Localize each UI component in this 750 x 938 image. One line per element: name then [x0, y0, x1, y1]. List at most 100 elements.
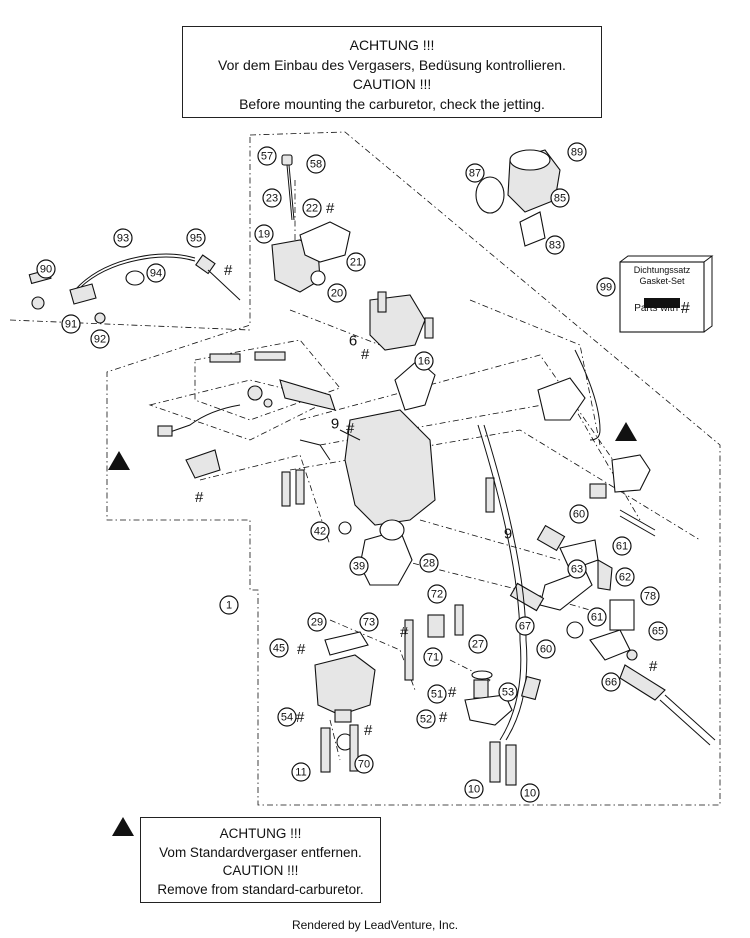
callout-60: 60 — [569, 504, 589, 524]
top-notice-line3: CAUTION !!! — [352, 76, 432, 92]
gasket-kit-box: Dichtungssatz Gasket-Set Parts with # — [620, 262, 704, 332]
callout-85: 85 — [550, 188, 570, 208]
callout-90: 90 — [36, 259, 56, 279]
callout-16: 16 — [414, 351, 434, 371]
callout-number: 63 — [571, 564, 583, 576]
callout-42: 42 — [310, 521, 330, 541]
footer-credit: Rendered by LeadVenture, Inc. — [291, 918, 459, 932]
callout-circle — [427, 684, 447, 704]
callout-circle — [219, 595, 239, 615]
callout-circle — [596, 277, 616, 297]
callout-circle — [354, 754, 374, 774]
gasket-kit-line3: Parts with # — [634, 300, 690, 317]
callout-circle — [545, 235, 565, 255]
callout-circle — [468, 634, 488, 654]
gasket-set-hash-mark: # — [361, 346, 370, 363]
warning-triangle-icon — [615, 422, 637, 441]
callout-circle — [306, 154, 326, 174]
callout-10: 10 — [520, 783, 540, 803]
callout-number: 71 — [427, 652, 439, 664]
part-number-label: 6 — [349, 333, 357, 350]
callout-72: 72 — [427, 584, 447, 604]
callout-circle — [550, 188, 570, 208]
callout-71: 71 — [423, 647, 443, 667]
callout-circle — [427, 584, 447, 604]
callout-94: 94 — [146, 263, 166, 283]
callout-9: 9 — [504, 526, 512, 543]
callout-circle — [465, 163, 485, 183]
callout-9: 9 — [331, 416, 339, 433]
callout-circle — [113, 228, 133, 248]
callout-1: 1 — [219, 595, 239, 615]
callout-circle — [307, 612, 327, 632]
callout-number: 70 — [358, 759, 370, 771]
gasket-set-hash-mark: # — [224, 262, 233, 279]
callout-circle — [612, 536, 632, 556]
callout-circle — [90, 329, 110, 349]
callout-number: 45 — [273, 643, 285, 655]
callout-number: 89 — [571, 147, 583, 159]
callout-number: 94 — [150, 268, 162, 280]
callout-60: 60 — [536, 639, 556, 659]
callout-52: 52 — [416, 709, 436, 729]
callout-circle — [310, 521, 330, 541]
part-number-label: 9 — [331, 416, 339, 433]
callout-number: 58 — [310, 159, 322, 171]
callout-circle — [567, 142, 587, 162]
callout-number: 51 — [431, 689, 443, 701]
callout-number: 60 — [540, 644, 552, 656]
callout-93: 93 — [113, 228, 133, 248]
callout-circle — [359, 612, 379, 632]
callout-circle — [277, 707, 297, 727]
callout-circle — [464, 779, 484, 799]
callout-number: 62 — [619, 572, 631, 584]
callout-number: 21 — [350, 257, 362, 269]
callout-number: 11 — [295, 767, 306, 779]
callout-number: 95 — [190, 233, 202, 245]
callout-circle — [36, 259, 56, 279]
callout-number: 20 — [331, 288, 343, 300]
callout-number: 90 — [40, 264, 52, 276]
callout-number: 1 — [226, 600, 232, 612]
callout-circle — [302, 198, 322, 218]
top-notice-line2: Vor dem Einbau des Vergasers, Bedüsung k… — [218, 56, 566, 73]
callout-number: 53 — [502, 687, 514, 699]
callout-circle — [567, 559, 587, 579]
callout-67: 67 — [515, 616, 535, 636]
gasket-set-hash-mark: # — [364, 722, 373, 739]
gasket-set-hash-mark: # — [400, 624, 409, 641]
top-notice-line4: Before mounting the carburetor, check th… — [239, 95, 545, 112]
callout-73: 73 — [359, 612, 379, 632]
callout-number: 57 — [261, 151, 273, 163]
callout-63: 63 — [567, 559, 587, 579]
callout-28: 28 — [419, 553, 439, 573]
callout-78: 78 — [640, 586, 660, 606]
callout-number: 92 — [94, 334, 106, 346]
callout-circle — [536, 639, 556, 659]
callout-89: 89 — [567, 142, 587, 162]
callout-circle — [416, 709, 436, 729]
callout-circle — [257, 146, 277, 166]
callout-21: 21 — [346, 252, 366, 272]
callout-circle — [648, 621, 668, 641]
top-notice-line1: ACHTUNG !!! — [349, 37, 435, 53]
callout-number: 61 — [616, 541, 628, 553]
callout-83: 83 — [545, 235, 565, 255]
gasket-set-hash-mark: # — [326, 200, 335, 217]
part-number-label: 9 — [504, 526, 512, 543]
callout-number: 85 — [554, 193, 566, 205]
callout-61: 61 — [612, 536, 632, 556]
callout-number: 16 — [418, 356, 430, 368]
warning-triangle-icon — [108, 451, 130, 470]
callout-62: 62 — [615, 567, 635, 587]
warning-triangle-icon — [112, 817, 134, 836]
callout-6: 6 — [349, 333, 357, 350]
callout-circle — [327, 283, 347, 303]
callout-22: 22 — [302, 198, 322, 218]
callout-27: 27 — [468, 634, 488, 654]
callout-87: 87 — [465, 163, 485, 183]
bottom-caution-notice: ACHTUNG !!! Vom Standardvergaser entfern… — [140, 817, 381, 903]
callout-54: 54 — [277, 707, 297, 727]
bottom-notice-line4: Remove from standard-carburetor. — [157, 881, 364, 897]
callout-number: 19 — [258, 229, 270, 241]
